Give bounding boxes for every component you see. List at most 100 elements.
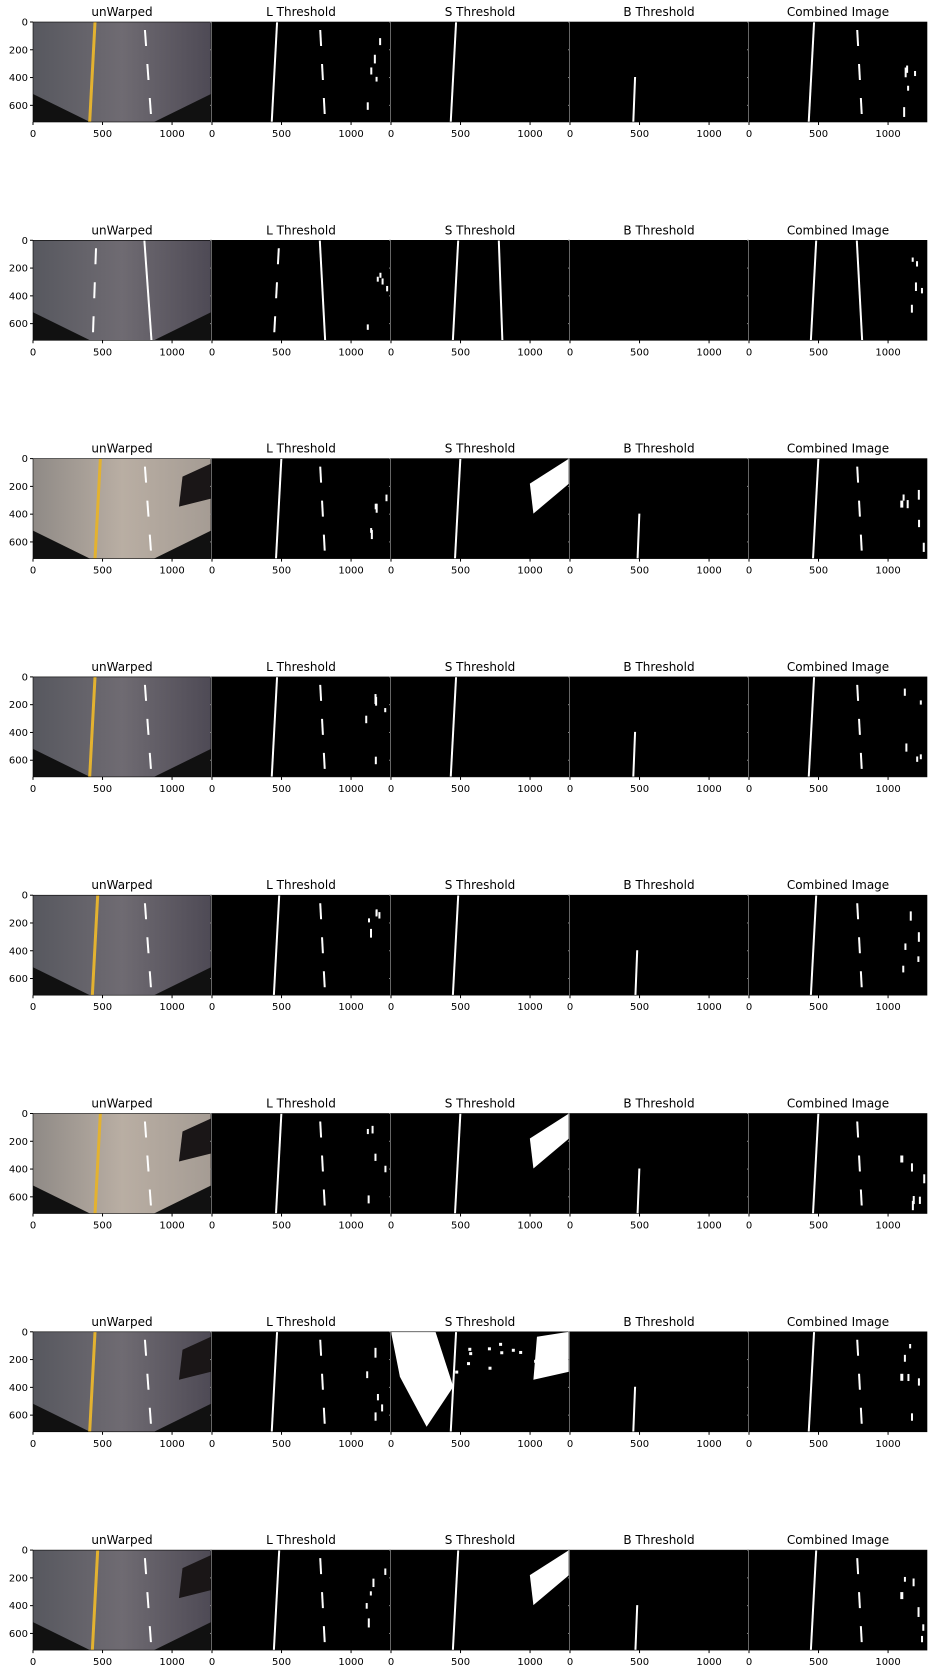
lane-dash [856,1339,860,1356]
x-tick-label: 500 [451,347,470,358]
noise-pixel [900,500,904,508]
x-tick-label: 500 [93,1221,112,1232]
binary-image [212,1113,390,1214]
lane-dash [856,1121,860,1138]
x-tick-label: 0 [209,347,215,358]
x-tick-label: 500 [93,1657,112,1668]
binary-image [391,22,569,122]
lane-dash [856,466,860,483]
yellow-lane-line [90,895,100,996]
lane-pixels [855,240,864,341]
panel-title: S Threshold [445,1533,516,1547]
panel-title: L Threshold [266,1533,336,1547]
x-tick-label: 1000 [517,784,542,795]
binary-image [749,1550,927,1651]
lane-pixels [449,676,458,777]
x-tick-label: 500 [809,1439,828,1450]
noise-pixel [370,67,373,75]
x-tick-label: 500 [272,1439,291,1450]
x-tick-label: 500 [809,566,828,577]
binary-image [749,1113,927,1214]
noise-pixel [369,1591,372,1596]
x-tick-label: 500 [272,784,291,795]
x-tick-label: 0 [567,129,573,140]
panel-title: unWarped [91,1533,152,1547]
road-image [33,240,211,341]
panel-title: S Threshold [445,660,516,674]
binary-image [212,676,390,777]
x-tick-label: 0 [746,1657,752,1668]
x-tick-label: 500 [451,1221,470,1232]
x-tick-label: 1000 [875,1221,900,1232]
binary-image [570,22,748,122]
binary-image [391,895,569,996]
x-tick-label: 0 [388,1657,394,1668]
x-tick-label: 0 [746,1439,752,1450]
x-tick-label: 0 [567,1221,573,1232]
x-tick-label: 500 [809,129,828,140]
panel-frame [569,676,749,778]
noise-pixel [381,1404,384,1412]
x-tick-label: 1000 [159,1221,184,1232]
vehicle [178,463,211,507]
panel-frame [211,1331,391,1433]
lane-dash [143,466,148,483]
noise-pixel [903,1354,906,1362]
binary-image [570,676,748,777]
panel-frame [390,240,570,341]
y-tick-label: 400 [9,510,28,521]
x-tick-label: 500 [809,1002,828,1013]
noise-pixel [918,519,921,528]
noise-pixel [922,1624,925,1631]
noise-pixel [900,1373,904,1381]
lane-pixels [454,1113,462,1214]
panel-frame [569,894,749,996]
x-tick-label: 1000 [696,1657,721,1668]
panel-title: B Threshold [623,223,694,237]
lane-pixels [634,950,639,996]
warp-corner [33,530,90,559]
panel-title: L Threshold [266,5,336,19]
x-tick-label: 1000 [338,129,363,140]
noise-pixel [921,1635,924,1643]
lane-pixels [632,77,637,122]
x-tick-label: 500 [272,129,291,140]
lane-pixels [449,22,458,122]
lane-dash [321,64,324,80]
yellow-lane-line [93,458,102,559]
panel-title: unWarped [91,878,152,892]
lane-dash [148,1626,152,1643]
lane-dash [93,282,96,299]
warp-corner [33,94,90,122]
noise-pixel [376,1393,379,1401]
noise-pixel [922,542,925,552]
binary-image [570,1113,748,1214]
lane-dash [322,971,326,988]
panel-frame [569,458,749,559]
noise-pixel [374,1412,377,1421]
lane-pixels [497,240,504,341]
noise-pixel [903,1576,906,1582]
lane-dash [859,1626,863,1643]
y-tick-label: 400 [9,728,28,739]
warp-corner [33,1185,90,1214]
noise-pixel [468,1347,472,1351]
noise-pixel [365,715,368,724]
